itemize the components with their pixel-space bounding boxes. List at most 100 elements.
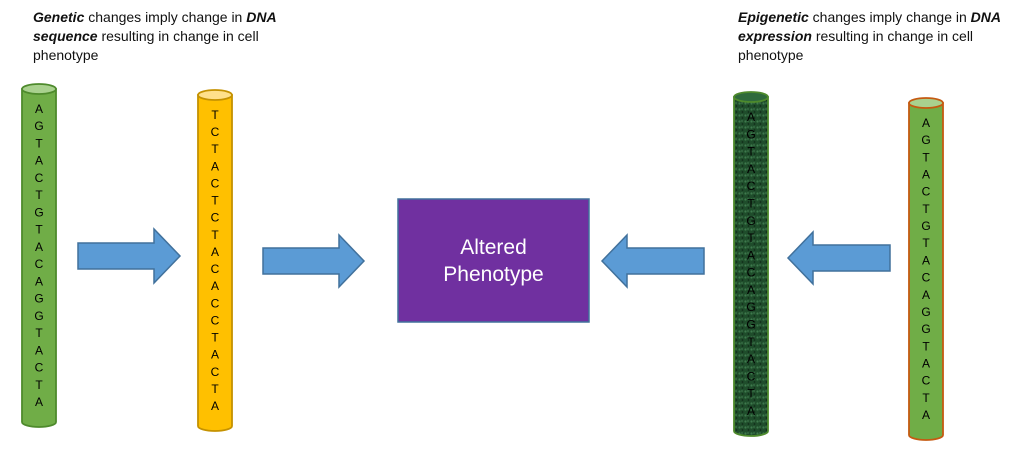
nucleotide-label: A	[35, 240, 43, 254]
nucleotide-label: T	[35, 188, 43, 202]
nucleotide-label: A	[747, 283, 755, 297]
nucleotide-label: C	[35, 257, 44, 271]
nucleotide-label: C	[747, 179, 756, 193]
nucleotide-label: A	[922, 288, 930, 302]
nucleotide-label: G	[34, 292, 43, 306]
nucleotide-label: A	[35, 274, 43, 288]
nucleotide-label: T	[211, 228, 219, 242]
nucleotide-label: C	[922, 271, 931, 285]
nucleotide-label: A	[211, 399, 219, 413]
altered-phenotype-line2: Phenotype	[443, 262, 544, 286]
dna-expression-term: DNA expression	[738, 9, 1001, 44]
nucleotide-label: G	[746, 300, 755, 314]
nucleotide-label: A	[922, 253, 930, 267]
nucleotide-label: G	[921, 305, 930, 319]
nucleotide-label: T	[922, 150, 930, 164]
nucleotide-label: T	[922, 339, 930, 353]
altered-phenotype-line1: Altered	[460, 235, 527, 259]
nucleotide-label: G	[34, 309, 43, 323]
nucleotide-label: A	[747, 110, 755, 124]
nucleotide-label: C	[211, 313, 220, 327]
nucleotide-label: G	[921, 133, 930, 147]
nucleotide-label: G	[921, 322, 930, 336]
strand-body	[908, 102, 944, 441]
epigenetic-caption: Epigenetic changes imply change in DNA e…	[738, 8, 1023, 65]
nucleotide-label: A	[211, 245, 219, 259]
nucleotide-label: T	[922, 202, 930, 216]
nucleotide-label: A	[35, 102, 43, 116]
nucleotide-label: T	[35, 223, 43, 237]
nucleotide-label: G	[746, 318, 755, 332]
nucleotide-label: G	[921, 219, 930, 233]
strand-top-cap	[21, 83, 57, 95]
nucleotide-label: A	[211, 159, 219, 173]
epigenetic-term: Epigenetic	[738, 9, 809, 25]
left-arrow-2	[786, 230, 891, 286]
nucleotide-label: G	[34, 119, 43, 133]
nucleotide-label: C	[747, 266, 756, 280]
nucleotide-label: T	[35, 326, 43, 340]
nucleotide-label: T	[747, 231, 755, 245]
genetic-caption: Genetic changes imply change in DNA sequ…	[33, 8, 323, 65]
strand-top-cap	[733, 91, 769, 103]
genetic-term: Genetic	[33, 9, 85, 25]
strand-body	[21, 88, 57, 428]
nucleotide-label: A	[747, 404, 755, 418]
nucleotide-label: A	[747, 162, 755, 176]
nucleotide-label: C	[211, 296, 220, 310]
nucleotide-label: G	[746, 127, 755, 141]
nucleotide-label: T	[747, 387, 755, 401]
strand-top-cap	[197, 89, 233, 101]
nucleotide-label: A	[211, 348, 219, 362]
nucleotide-label: A	[35, 154, 43, 168]
nucleotide-label: C	[35, 171, 44, 185]
strand-body	[733, 96, 769, 437]
nucleotide-label: T	[211, 382, 219, 396]
nucleotide-label: C	[211, 262, 220, 276]
nucleotide-label: C	[211, 365, 220, 379]
nucleotide-label: C	[211, 125, 220, 139]
left-arrow-1	[600, 233, 705, 289]
nucleotide-label: A	[747, 352, 755, 366]
nucleotide-label: T	[211, 108, 219, 122]
nucleotide-label: C	[922, 374, 931, 388]
nucleotide-label: A	[922, 408, 930, 422]
nucleotide-label: T	[211, 331, 219, 345]
nucleotide-label: T	[747, 335, 755, 349]
nucleotide-label: A	[747, 248, 755, 262]
nucleotide-label: T	[35, 136, 43, 150]
right-arrow-1	[77, 227, 182, 285]
genetic-caption-text1: changes imply change in	[84, 9, 247, 25]
altered-phenotype-box	[397, 198, 590, 323]
nucleotide-label: A	[35, 395, 43, 409]
genetic-caption-text2: resulting in change in cell phenotype	[33, 28, 259, 63]
nucleotide-label: T	[211, 194, 219, 208]
epigenetic-caption-text2: resulting in change in cell phenotype	[738, 28, 974, 63]
nucleotide-label: C	[211, 176, 220, 190]
right-arrow-2	[262, 233, 366, 289]
nucleotide-label: G	[746, 214, 755, 228]
strand-body	[197, 94, 233, 432]
nucleotide-label: G	[34, 205, 43, 219]
nucleotide-label: C	[35, 361, 44, 375]
nucleotide-label: T	[747, 145, 755, 159]
nucleotide-label: A	[922, 168, 930, 182]
epigenetic-caption-text1: changes imply change in	[808, 9, 971, 25]
nucleotide-label: T	[35, 378, 43, 392]
nucleotide-label: T	[922, 236, 930, 250]
nucleotide-label: A	[922, 356, 930, 370]
nucleotide-label: T	[747, 196, 755, 210]
nucleotide-label: T	[922, 391, 930, 405]
nucleotide-label: A	[211, 279, 219, 293]
altered-phenotype-label: Altered Phenotype	[398, 199, 589, 322]
nucleotide-label: C	[747, 369, 756, 383]
nucleotide-label: T	[211, 142, 219, 156]
dna-sequence-term: DNA sequence	[33, 9, 277, 44]
nucleotide-label: C	[922, 185, 931, 199]
nucleotide-label: A	[922, 116, 930, 130]
